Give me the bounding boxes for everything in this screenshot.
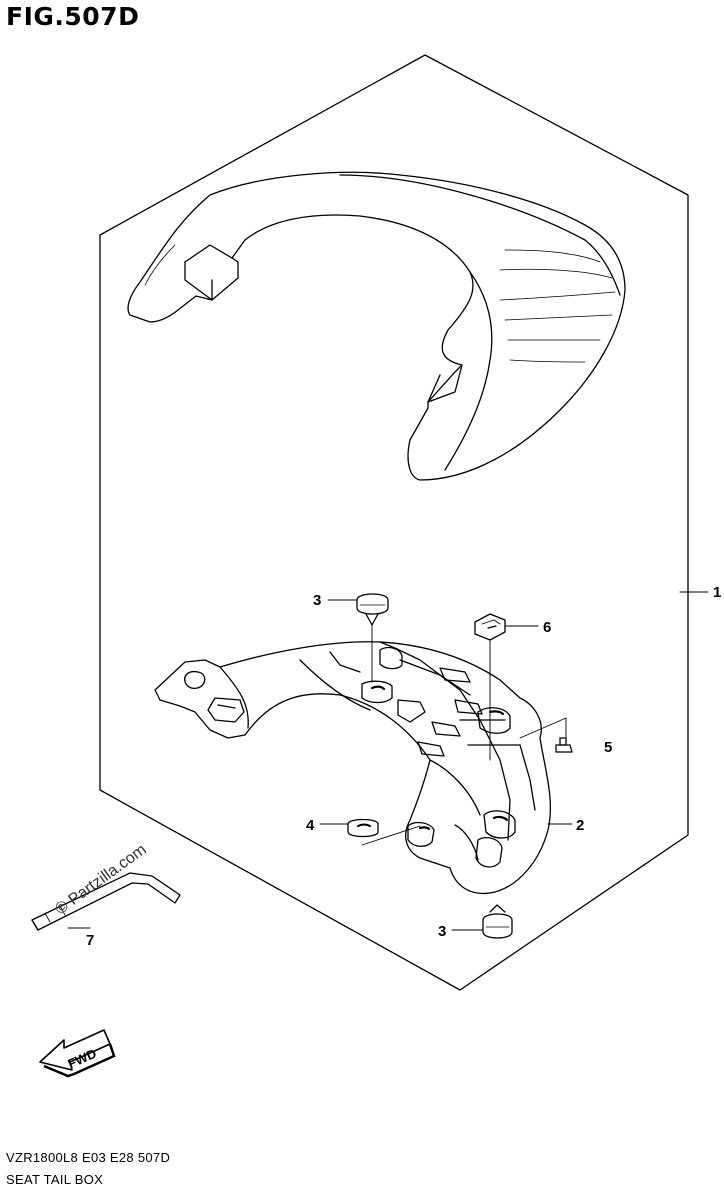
hex-wrench[interactable] (31, 872, 181, 931)
seat-tail-cover[interactable] (127, 171, 626, 481)
grommet[interactable] (347, 818, 379, 838)
callout-5: 5 (604, 739, 612, 756)
callout-4: 4 (306, 817, 315, 834)
watermark: © Partzilla.com (52, 841, 149, 918)
callout-1: 1 (713, 584, 721, 601)
callout-3-upper: 3 (313, 592, 321, 609)
screw[interactable] (555, 737, 573, 753)
cushion-upper[interactable] (356, 593, 389, 626)
nut[interactable] (474, 613, 506, 641)
figure-title: FIG.507D (6, 2, 140, 31)
callout-6: 6 (543, 619, 551, 636)
footer-model-code: VZR1800L8 E03 E28 507D (6, 1150, 171, 1165)
assembly-boundary (99, 54, 689, 991)
footer-section-name: SEAT TAIL BOX (6, 1172, 104, 1187)
seat-tail-frame[interactable] (154, 641, 551, 895)
cushion-lower[interactable] (482, 904, 513, 939)
leader-grommet (361, 825, 421, 846)
callout-7: 7 (86, 932, 94, 949)
fwd-arrow: FWD (39, 1029, 116, 1078)
callout-3-lower: 3 (438, 923, 446, 940)
leader-screw (519, 717, 567, 739)
callout-2: 2 (576, 817, 584, 834)
